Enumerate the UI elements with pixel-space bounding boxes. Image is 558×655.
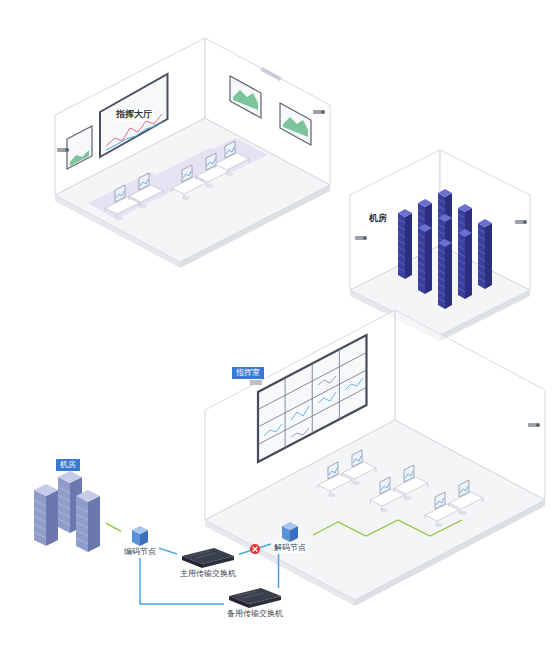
illustration-shape: [528, 423, 540, 427]
illustration-shape: [76, 490, 100, 552]
device-label: 编码节点: [123, 547, 157, 557]
connector-line: [140, 558, 224, 604]
illustration-shape: [258, 349, 367, 448]
illustration-shape: [370, 477, 404, 512]
illustration-shape: [355, 236, 367, 240]
switch-node: 备用传输交换机: [224, 588, 286, 620]
illustration-shape: [515, 220, 527, 224]
illustration-shape: [345, 378, 363, 390]
illustration-shape: [394, 465, 428, 500]
illustration-shape: [418, 224, 432, 294]
illustration-shape: [182, 548, 234, 568]
illustration-shape: [398, 209, 412, 279]
room-area: 指挥室解码节点: [198, 305, 550, 627]
illustration-shape: [233, 90, 258, 110]
connector-line: [106, 523, 121, 531]
illustration-shape: [478, 219, 492, 289]
illustration-shape: [449, 480, 483, 515]
illustration-shape: [425, 492, 459, 527]
command-hall-room: [55, 38, 330, 268]
control-room: [205, 310, 545, 606]
switch-node: 主用传输交换机: [177, 548, 239, 580]
illustration-shape: [438, 239, 452, 309]
illustration-shape: [395, 310, 545, 500]
illustration-shape: [70, 150, 89, 166]
illustration-shape: [283, 117, 308, 137]
illustration-shape: [205, 310, 395, 520]
illustration-shape: [57, 148, 69, 152]
decoder-node: 解码节点: [271, 522, 309, 554]
illustration-shape: [264, 424, 282, 436]
illustration-shape: [291, 428, 309, 437]
encoder-node: 编码节点: [121, 526, 159, 558]
illustration-shape: [172, 165, 206, 200]
group-tag: 机房: [56, 459, 80, 471]
illustration-shape: [132, 526, 148, 546]
illustration-shape: [67, 126, 92, 169]
connector-line: [278, 554, 280, 588]
illustration-shape: [100, 74, 168, 157]
illustration-shape: [230, 76, 261, 118]
connector-line: [239, 544, 271, 554]
illustration-shape: [280, 103, 311, 145]
illustration-shape: [313, 520, 462, 536]
illustration-shape: [129, 173, 163, 208]
device-label: 解码节点: [273, 543, 307, 553]
server-group-art: [34, 471, 100, 552]
illustration-shape: [260, 67, 281, 81]
illustration-shape: [215, 141, 249, 176]
server-group: 机房: [30, 452, 106, 552]
failure-cross: [253, 547, 258, 552]
illustration-shape: [342, 450, 376, 485]
illustration-shape: [291, 406, 309, 420]
illustration-shape: [229, 588, 281, 608]
failure-dot: [250, 544, 260, 554]
illustration-shape: [105, 185, 139, 220]
device-label: 备用传输交换机: [226, 609, 284, 619]
illustration-shape: [318, 462, 352, 497]
illustration-shape: [34, 484, 58, 546]
illustration-shape: [282, 522, 298, 542]
illustration-shape: [106, 122, 162, 150]
illustration-shape: [318, 376, 336, 385]
machine-room: [350, 150, 530, 341]
device-label: 主用传输交换机: [179, 569, 237, 579]
illustration-shape: [440, 150, 530, 290]
link-failure-mark: [250, 544, 260, 554]
illustration-shape: [318, 392, 336, 403]
illustration-shape: [458, 229, 472, 299]
room-area: 机房: [345, 145, 535, 340]
device-art: [132, 522, 298, 608]
illustration-shape: [313, 110, 325, 114]
illustration-shape: [250, 380, 262, 385]
room-tag: 指挥室: [232, 367, 264, 379]
connector-line: [159, 548, 177, 554]
room-title: 机房: [367, 213, 389, 225]
illustration-shape: [258, 335, 367, 462]
room-title: 指挥大厅: [114, 109, 154, 121]
illustration-shape: [205, 38, 330, 185]
room-area: 指挥大厅: [50, 30, 340, 270]
